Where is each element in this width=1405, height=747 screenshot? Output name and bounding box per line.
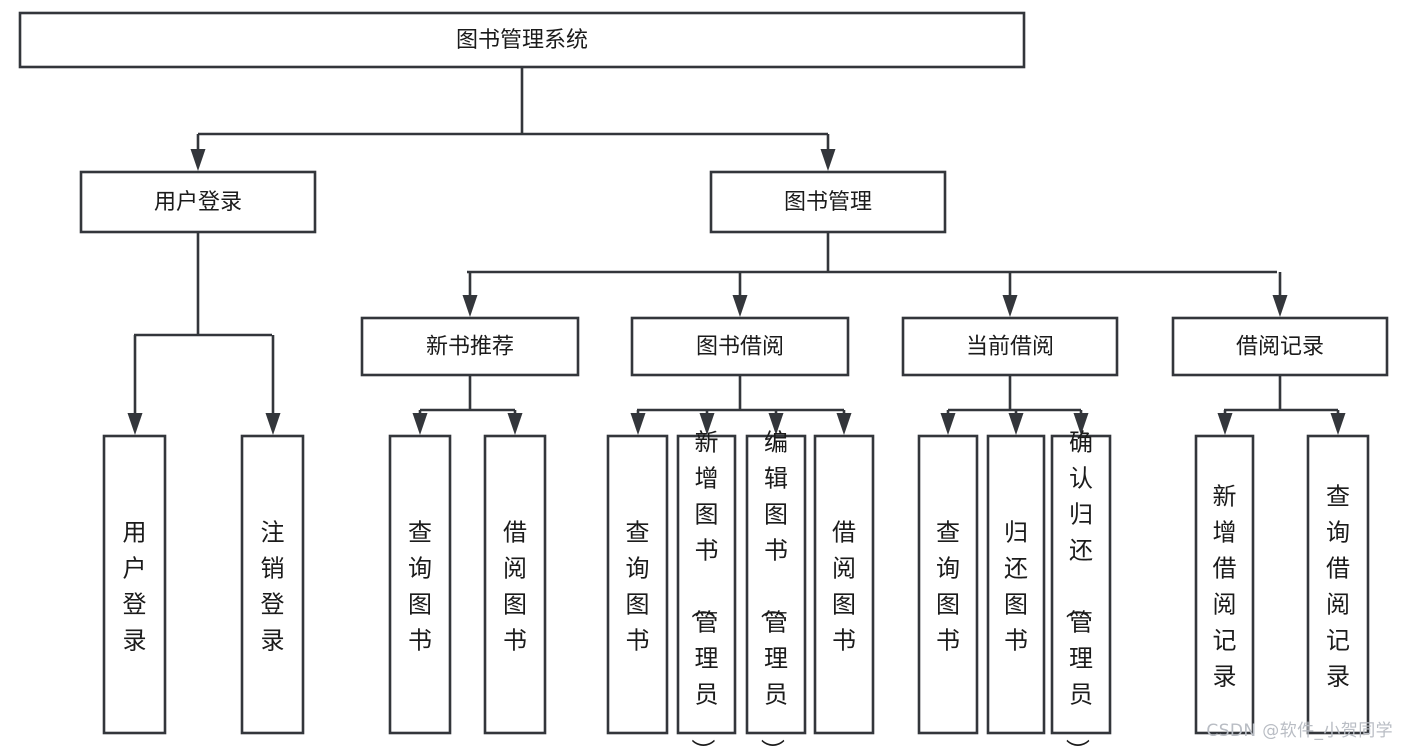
node-leaf-user-logout[interactable]: 注销登录 [240,434,305,735]
arrow-head-icon [940,413,956,435]
node-leaf-query-record[interactable]: 查询借阅记录 [1306,434,1370,735]
node-new-book-rec[interactable]: 新书推荐 [360,316,580,377]
node-root[interactable]: 图书管理系统 [18,11,1026,69]
arrow-head-icon [820,149,836,171]
node-box-book-manage[interactable] [709,170,947,234]
node-label-leaf-query-record: 查询借阅记录 [1326,483,1350,691]
node-box-leaf-user-logout[interactable] [240,434,305,735]
node-label-leaf-add-record: 新增借阅记录 [1213,483,1237,691]
node-box-leaf-query-record[interactable] [1306,434,1370,735]
node-label-current-borrow: 当前借阅 [966,335,1054,360]
node-leaf-borrow-book-1[interactable]: 借阅图书 [483,434,547,735]
node-leaf-user-login[interactable]: 用户登录 [102,434,167,735]
node-current-borrow[interactable]: 当前借阅 [901,316,1119,377]
node-label-leaf-user-logout: 注销登录 [261,519,285,655]
node-leaf-add-book[interactable]: 新增图书（管理员） [676,429,737,747]
arrow-head-icon [630,413,646,435]
node-label-leaf-borrow-book-2: 借阅图书 [832,519,856,655]
node-leaf-query-book-3[interactable]: 查询图书 [917,434,979,735]
arrow-head-icon [1330,413,1346,435]
node-box-leaf-user-login[interactable] [102,434,167,735]
node-label-leaf-add-book: 新增图书（管理员） [689,429,719,747]
node-leaf-borrow-book-2[interactable]: 借阅图书 [813,434,875,735]
node-user-login[interactable]: 用户登录 [79,170,317,234]
arrow-head-icon [1272,295,1288,317]
node-box-leaf-return-book[interactable] [986,434,1046,735]
node-label-new-book-rec: 新书推荐 [426,335,514,360]
node-box-root[interactable] [18,11,1026,69]
node-box-leaf-add-record[interactable] [1194,434,1255,735]
node-box-current-borrow[interactable] [901,316,1119,377]
node-box-leaf-edit-book[interactable] [745,434,807,735]
node-label-leaf-query-book-2: 查询图书 [626,519,650,655]
node-box-leaf-confirm-return[interactable] [1050,434,1112,735]
arrow-head-icon [836,413,852,435]
arrow-head-icon [732,295,748,317]
node-label-leaf-confirm-return: 确认归还（管理员） [1063,429,1093,747]
node-box-leaf-borrow-book-2[interactable] [813,434,875,735]
arrow-head-icon [1073,413,1089,435]
node-leaf-query-book-2[interactable]: 查询图书 [606,434,669,735]
node-leaf-return-book[interactable]: 归还图书 [986,434,1046,735]
arrow-head-icon [1217,413,1233,435]
arrow-head-icon [699,413,715,435]
node-label-leaf-edit-book: 编辑图书（管理员） [758,429,788,747]
csdn-watermark: CSDN @软件_小贺同学 [1206,721,1393,741]
arrow-head-icon [190,149,206,171]
node-box-book-borrow[interactable] [630,316,850,377]
arrow-head-icon [768,413,784,435]
arrow-head-icon [265,413,281,435]
node-box-leaf-query-book-2[interactable] [606,434,669,735]
node-label-leaf-query-book-3: 查询图书 [936,519,960,655]
node-leaf-query-book-1[interactable]: 查询图书 [388,434,452,735]
arrow-head-icon [412,413,428,435]
node-label-leaf-query-book-1: 查询图书 [408,519,432,655]
node-leaf-add-record[interactable]: 新增借阅记录 [1194,434,1255,735]
arrow-head-icon [1002,295,1018,317]
node-box-new-book-rec[interactable] [360,316,580,377]
node-leaf-edit-book[interactable]: 编辑图书（管理员） [745,429,807,747]
node-label-book-manage: 图书管理 [784,190,872,215]
arrow-head-icon [1008,413,1024,435]
node-book-borrow[interactable]: 图书借阅 [630,316,850,377]
node-box-leaf-borrow-book-1[interactable] [483,434,547,735]
node-box-leaf-query-book-3[interactable] [917,434,979,735]
node-borrow-record[interactable]: 借阅记录 [1171,316,1389,377]
node-box-user-login[interactable] [79,170,317,234]
node-label-leaf-return-book: 归还图书 [1004,519,1028,655]
node-label-borrow-record: 借阅记录 [1236,335,1324,360]
node-label-leaf-user-login: 用户登录 [123,519,147,655]
node-label-leaf-borrow-book-1: 借阅图书 [503,519,527,655]
node-leaf-confirm-return[interactable]: 确认归还（管理员） [1050,429,1112,747]
node-label-user-login: 用户登录 [154,190,242,215]
arrow-head-icon [462,295,478,317]
node-label-root: 图书管理系统 [456,28,588,53]
arrow-head-icon [127,413,143,435]
node-box-borrow-record[interactable] [1171,316,1389,377]
node-box-leaf-query-book-1[interactable] [388,434,452,735]
arrow-head-icon [507,413,523,435]
node-label-book-borrow: 图书借阅 [696,335,784,360]
node-box-leaf-add-book[interactable] [676,434,737,735]
node-book-manage[interactable]: 图书管理 [709,170,947,234]
